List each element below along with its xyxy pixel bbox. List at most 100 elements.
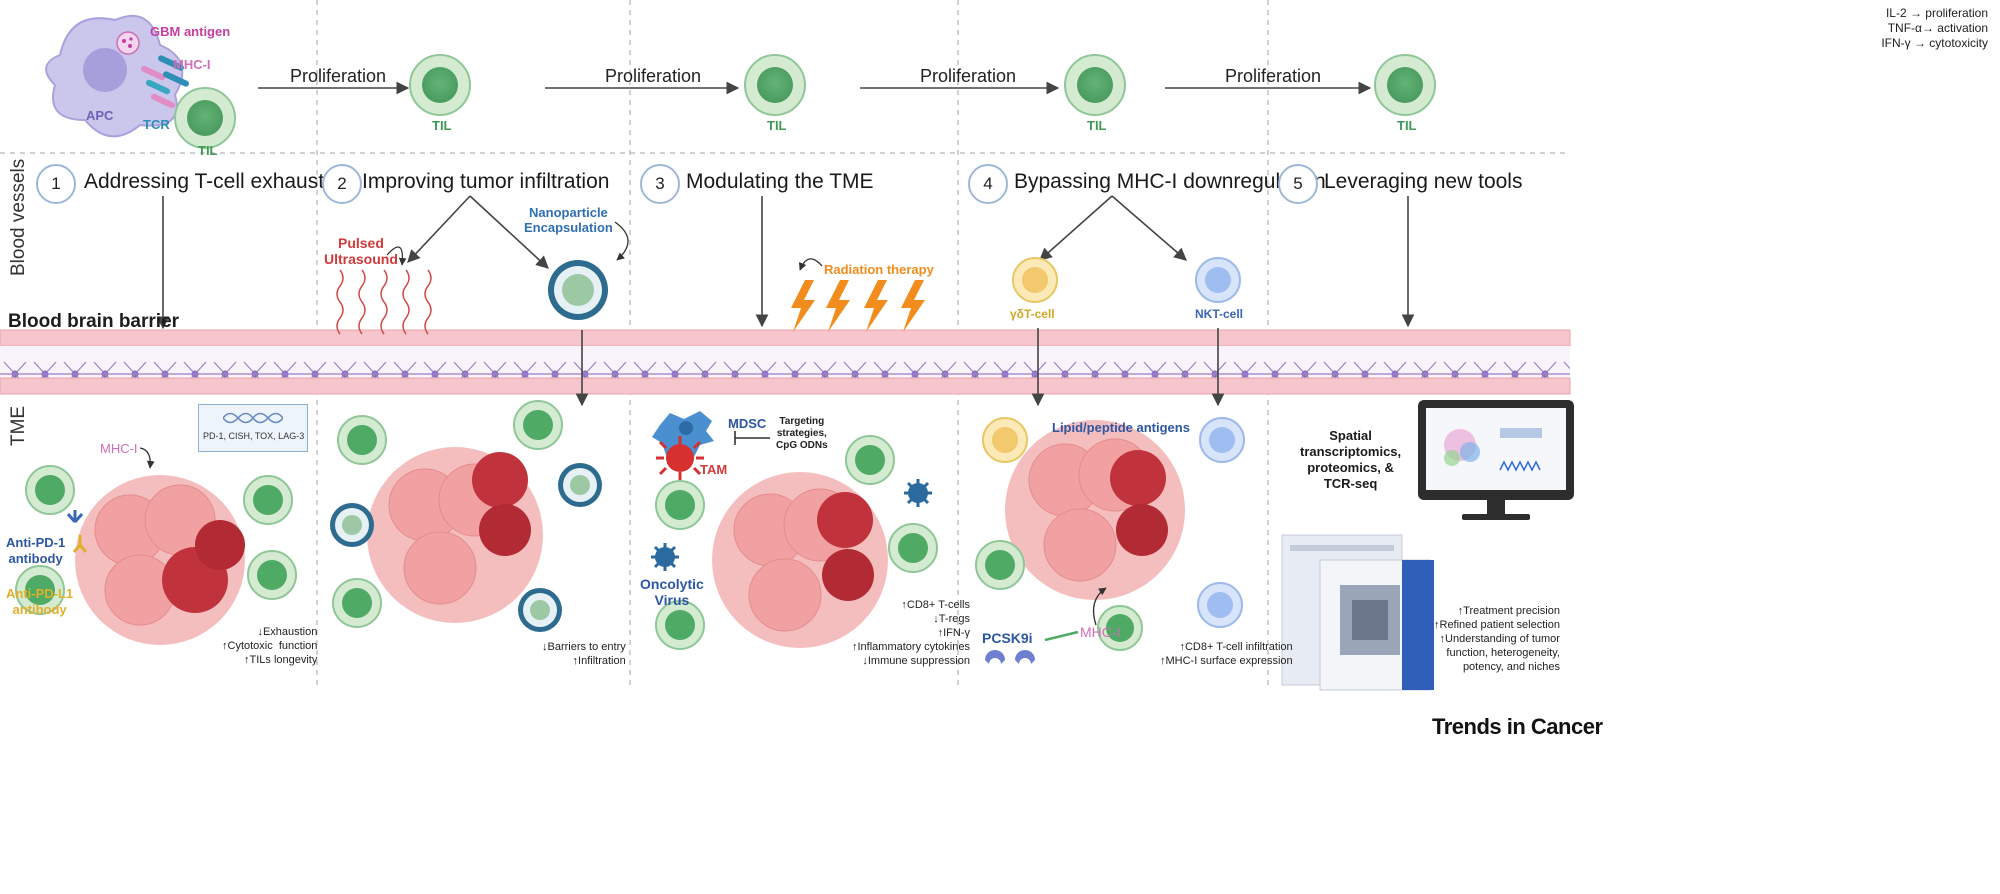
- blood-brain-barrier-band: [0, 329, 1571, 395]
- s1-til-c: [243, 475, 293, 525]
- label-anti-pd1: Anti-PD-1 antibody: [6, 535, 66, 566]
- nkt-cell-bottom-b: [1197, 582, 1243, 628]
- s4-til-b: [1097, 605, 1143, 651]
- mhc-pointer-s4: [1092, 587, 1107, 626]
- section-number-4: 4: [968, 164, 1008, 204]
- bbb-top-strip: [0, 329, 1571, 347]
- nanoparticles-bottom: [330, 463, 602, 632]
- label-anti-pdl1: Anti-PD-L1 antibody: [6, 586, 74, 617]
- section-number-2: 2: [322, 164, 362, 204]
- s2-til-a: [337, 415, 387, 465]
- s1-til-b: [15, 565, 65, 615]
- til-cell-3: [1064, 54, 1126, 116]
- radiation-pointer: [798, 258, 823, 271]
- nano-c: [518, 588, 562, 632]
- label-til-4: TIL: [1397, 118, 1417, 133]
- bbb-bottom-strip: [0, 377, 1571, 395]
- label-pulsed-ultrasound: Pulsed Ultrasound: [324, 235, 398, 267]
- label-apc: APC: [86, 108, 114, 123]
- section-arrows: [156, 195, 1415, 407]
- s2-outcomes: ↓Barriers to entry ↑Infiltration: [542, 641, 626, 667]
- section-number-3: 3: [640, 164, 680, 204]
- sequencer-instrument: [1281, 534, 1434, 691]
- label-mhc-i-s1: MHC-I: [100, 441, 138, 456]
- arrow-s4-left: [1039, 195, 1113, 261]
- til-cell-1: [409, 54, 471, 116]
- nanoparticle-pointer: [614, 221, 629, 261]
- nanoparticle-top: [548, 260, 608, 320]
- til-cell-4: [1374, 54, 1436, 116]
- s3-til-b: [655, 600, 705, 650]
- label-pcsk9i: PCSK9i: [982, 630, 1033, 646]
- s3-til-a: [655, 480, 705, 530]
- nano-b: [558, 463, 602, 507]
- section-title-2: Improving tumor infiltration: [362, 170, 610, 193]
- s2-til-b: [332, 578, 382, 628]
- gene-target-list: PD-1, CISH, TOX, LAG-3: [203, 431, 305, 441]
- gdt-cell-top: [1012, 257, 1058, 303]
- label-spatial-omics: Spatial transcriptomics, proteomics, & T…: [1300, 428, 1402, 491]
- cytokine-line-1: IL-2 → proliferation: [1885, 6, 1988, 20]
- apc-cell: [45, 15, 184, 138]
- section-title-3: Modulating the TME: [686, 170, 874, 193]
- dna-icon: [223, 412, 283, 424]
- nkt-cell-bottom-a: [1199, 417, 1245, 463]
- nkt-cell-top: [1195, 257, 1241, 303]
- section-number-5: 5: [1278, 164, 1318, 204]
- section-title-1: Addressing T-cell exhaustion: [84, 170, 353, 193]
- pcsk9i-pointer-line: [1044, 630, 1079, 642]
- label-til-1: TIL: [432, 118, 452, 133]
- label-mdsc: MDSC: [728, 416, 767, 431]
- s1-til-d: [247, 550, 297, 600]
- tumor-2: [367, 447, 543, 623]
- label-til-2: TIL: [767, 118, 787, 133]
- label-tcr: TCR: [143, 117, 170, 132]
- label-gbm-antigen: GBM antigen: [150, 24, 231, 39]
- pulsed-ultrasound-pointer: [386, 246, 407, 266]
- s3-outcomes: ↑CD8+ T-cells ↓T-regs ↑IFN-γ ↑Inflammato…: [852, 599, 970, 667]
- til-cells-bottom: [15, 400, 1143, 651]
- s1-outcomes: ↓Exhaustion ↑Cytotoxic function ↑TILs lo…: [222, 626, 318, 666]
- cytokine-line-2: TNF-α→ activation: [1887, 21, 1988, 35]
- mhc-tcr-synapse: [140, 55, 189, 109]
- anti-pd1-antibody-icon: [66, 510, 84, 523]
- til-cell-2: [744, 54, 806, 116]
- s1-til-a: [25, 465, 75, 515]
- section-title-5: Leveraging new tools: [1324, 170, 1523, 193]
- oncolytic-virus-b: [904, 479, 932, 507]
- pcsk9i-molecules: [985, 650, 1035, 664]
- gene-target-box: PD-1, CISH, TOX, LAG-3: [198, 404, 308, 452]
- side-label-tme: TME: [8, 405, 29, 446]
- label-mhc-i-s4: MHC-I: [1080, 624, 1121, 640]
- s4-outcomes: ↑CD8+ T-cell infiltration ↑MHC-I surface…: [1160, 641, 1293, 667]
- arrow-s4-right: [1111, 195, 1187, 261]
- label-proliferation-1: Proliferation: [290, 66, 387, 86]
- pulsed-ultrasound-waves: [336, 269, 432, 335]
- gbm-antigen-vesicle: [116, 31, 140, 55]
- tumor-3: [712, 472, 888, 648]
- label-tam: TAM: [700, 462, 728, 477]
- s3-til-d: [888, 523, 938, 573]
- tumor-1: [75, 475, 245, 645]
- til-cell-origin: [174, 87, 236, 149]
- label-radiation-therapy: Radiation therapy: [824, 262, 934, 277]
- radiation-bolts: [791, 280, 925, 332]
- s5-outcomes: ↑Treatment precision ↑Refined patient se…: [1434, 605, 1560, 673]
- gdt-cell-bottom: [982, 417, 1028, 463]
- label-lipid-antigens: Lipid/peptide antigens: [1052, 420, 1190, 435]
- label-targeting: Targeting strategies, CpG ODNs: [776, 416, 828, 451]
- bbb-astrocyte-layer: [0, 346, 1570, 378]
- label-blood-brain-barrier: Blood brain barrier: [8, 311, 180, 332]
- label-oncolytic-virus: Oncolytic Virus: [640, 576, 704, 608]
- section-number-1: 1: [36, 164, 76, 204]
- monitor-icon: [1418, 400, 1574, 520]
- label-til-origin: TIL: [198, 143, 218, 158]
- label-mhc-i-top: MHC-I: [173, 57, 211, 72]
- label-til-3: TIL: [1087, 118, 1107, 133]
- s4-til-a: [975, 540, 1025, 590]
- tumor-4: [1005, 420, 1185, 600]
- section-title-4: Bypassing MHC-I downregulation: [1014, 170, 1326, 193]
- mdsc-inhibitor-line: [734, 431, 770, 445]
- s3-til-c: [845, 435, 895, 485]
